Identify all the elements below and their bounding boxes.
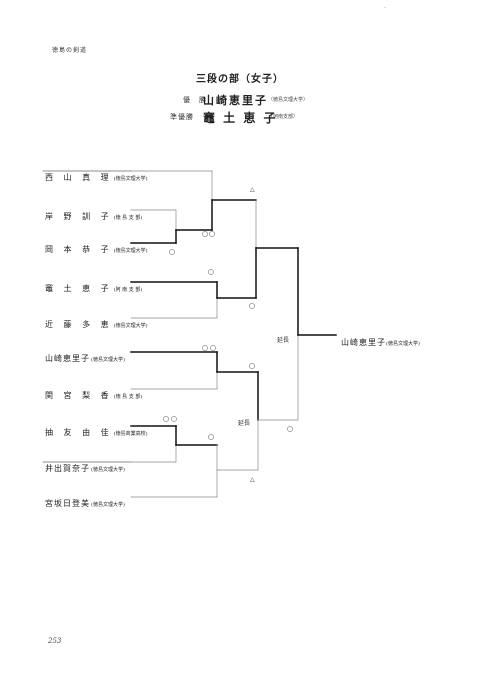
player-entry: 井出賀奈子(徳島文理大学) xyxy=(45,456,125,475)
extension-note-semi: 延長 xyxy=(238,420,251,427)
champion-team: （徳島文理大学） xyxy=(268,97,309,103)
player-team: (徳 島 支 部) xyxy=(113,394,143,400)
player-team: (徳島商業高校) xyxy=(113,431,148,437)
player-team: (徳島文理大学) xyxy=(113,248,148,254)
runnerup-label: 準優勝 xyxy=(170,113,194,121)
player-entry: 近 藤 多 恵(徳島文理大学) xyxy=(45,312,148,331)
player-team: (徳島文理大学) xyxy=(113,176,148,182)
player-name: 近 藤 多 恵 xyxy=(45,320,113,329)
player-entry: 竈 土 恵 子(阿 南 支 部) xyxy=(45,276,142,295)
player-name: 岸 野 訓 子 xyxy=(45,212,113,221)
page-header: 徳島の剣道 xyxy=(52,47,88,54)
player-name: 抽 友 由 佳 xyxy=(45,428,113,437)
triangle-mark-top: △ xyxy=(250,186,255,193)
player-entry: 岸 野 訓 子(徳 島 支 部) xyxy=(45,204,142,223)
runnerup-name: 竈 土 恵 子 xyxy=(203,111,278,125)
triangle-mark-bottom: △ xyxy=(250,476,255,483)
player-name: 井出賀奈子 xyxy=(45,464,90,473)
page-number: 253 xyxy=(48,637,62,645)
player-name: 竈 土 恵 子 xyxy=(45,284,113,293)
player-entry: 山崎恵里子(徳島文理大学) xyxy=(45,346,125,365)
player-team: (徳島文理大学) xyxy=(91,357,125,363)
champion-name: 山崎恵里子 xyxy=(203,94,268,107)
page-title: 三段の部（女子） xyxy=(196,74,284,85)
player-name: 西 山 真 理 xyxy=(45,173,113,182)
player-entry: 抽 友 由 佳(徳島商業高校) xyxy=(45,420,148,439)
winner-entry: 山崎恵里子(徳島文理大学) xyxy=(341,330,420,349)
player-name: 山崎恵里子 xyxy=(45,354,90,363)
champion-label: 優 勝 xyxy=(183,96,207,104)
player-entry: 西 山 真 理(徳島文理大学) xyxy=(45,165,148,184)
player-entry: 関 宮 梨 香(徳 島 支 部) xyxy=(45,383,142,402)
winner-name: 山崎恵里子 xyxy=(341,338,386,347)
player-team: (徳 島 支 部) xyxy=(113,215,143,221)
runnerup-team: （阿南支部） xyxy=(268,114,299,120)
player-name: 宮坂日登美 xyxy=(45,499,90,508)
corner-mark: - xyxy=(384,4,387,11)
player-team: (徳島文理大学) xyxy=(91,502,125,508)
player-name: 関 宮 梨 香 xyxy=(45,391,113,400)
player-entry: 岡 本 恭 子(徳島文理大学) xyxy=(45,237,148,256)
player-team: (徳島文理大学) xyxy=(113,323,148,329)
player-entry: 宮坂日登美(徳島文理大学) xyxy=(45,491,125,510)
winner-team: (徳島文理大学) xyxy=(386,341,420,347)
player-name: 岡 本 恭 子 xyxy=(45,245,113,254)
player-team: (阿 南 支 部) xyxy=(113,287,143,293)
player-team: (徳島文理大学) xyxy=(91,467,125,473)
extension-note-final: 延長 xyxy=(277,337,290,344)
